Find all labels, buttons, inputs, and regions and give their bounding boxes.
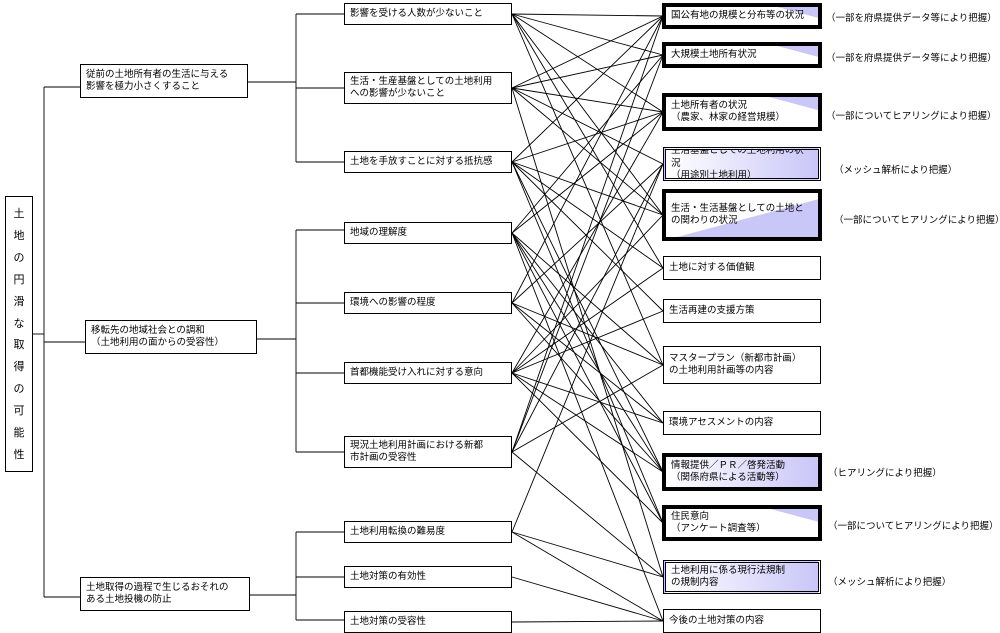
cross-link	[511, 15, 664, 89]
source-note: （メッシュ解析により把握）	[834, 165, 958, 176]
root-box: 土 地 の 円 滑 な 取 得 の 可 能 性	[5, 196, 33, 472]
level2-box: 土地対策の有効性	[344, 566, 512, 588]
level2-box: 現況土地利用計画における新都 市計画の受容性	[344, 436, 512, 468]
root-char: 地	[13, 229, 25, 243]
cross-link	[511, 232, 664, 473]
level3-box: マスタープラン（新都市計画） の土地利用計画等の内容	[663, 346, 821, 384]
root-char: 円	[13, 272, 25, 286]
level3-box: 今後の土地対策の内容	[663, 609, 821, 633]
cross-link	[511, 54, 664, 234]
cross-link	[511, 111, 664, 234]
cross-link	[511, 302, 664, 473]
cross-link	[511, 87, 664, 113]
cross-link	[511, 576, 664, 622]
root-char: 能	[13, 425, 25, 439]
level2-box: 土地利用転換の難易度	[344, 521, 512, 543]
cross-link	[511, 111, 664, 374]
level1-box: 従前の土地所有者の生活に与える 影響を極力小さくすること	[80, 64, 248, 98]
cross-link	[511, 87, 664, 165]
root-char: の	[13, 251, 25, 265]
level3-box: 住民意向 （アンケート調査等）	[663, 506, 821, 540]
level3-box: 土地所有者の状況 （農家、林家の経営規模）	[663, 94, 821, 130]
cross-link	[511, 161, 664, 312]
source-note: （一部を府県提供データ等により把握）	[826, 13, 997, 24]
root-char: 取	[13, 338, 25, 352]
level2-box: 環境への影響の程度	[344, 292, 512, 314]
cross-link	[511, 163, 664, 453]
cross-link	[511, 13, 664, 113]
cross-link	[511, 372, 664, 424]
level2-box: 影響を受ける人数が少ないこと	[344, 3, 512, 25]
cross-link	[511, 161, 664, 216]
cross-link	[511, 232, 664, 524]
cross-link	[511, 87, 664, 578]
cross-link	[511, 87, 664, 216]
cross-link	[511, 364, 664, 453]
cross-link	[511, 232, 664, 622]
level3-box: 生活・生活基盤としての土地と の関わりの状況	[663, 190, 821, 240]
source-note: （ヒアリングにより把握）	[828, 468, 942, 479]
cross-link	[511, 372, 664, 524]
cross-link	[511, 531, 664, 578]
cross-link	[511, 214, 664, 374]
level2-box: 地域の理解度	[344, 222, 512, 244]
cross-link	[511, 161, 664, 269]
cross-link	[511, 451, 664, 578]
level3-box: 生活基盤としての土地利用の状況 （用途別土地利用）	[663, 147, 821, 181]
cross-link	[511, 163, 664, 533]
root-char: 得	[13, 360, 25, 374]
cross-link	[511, 13, 664, 17]
cross-link	[511, 232, 664, 424]
level3-box: 土地利用に係る現行法規制 の規制内容	[663, 560, 821, 594]
cross-link	[511, 620, 664, 623]
cross-link	[511, 13, 664, 216]
level1-box: 土地取得の過程で生じるおそれの ある土地投機の防止	[80, 577, 250, 611]
source-note: （メッシュ解析により把握）	[828, 577, 952, 588]
cross-link	[511, 372, 664, 473]
cross-link	[511, 310, 664, 374]
cross-link	[511, 13, 664, 56]
cross-link	[511, 531, 664, 622]
cross-link	[511, 54, 664, 453]
source-note: （一部についてヒアリングにより把握）	[828, 521, 999, 532]
level3-box: 土地に対する価値観	[663, 256, 821, 280]
cross-link	[511, 161, 664, 473]
level2-box: 首都機能受け入れに対する意向	[344, 362, 512, 384]
level2-box: 土地対策の受容性	[344, 611, 512, 633]
root-char: 土	[13, 207, 25, 221]
cross-link	[511, 111, 664, 163]
level3-box: 生活再建の支援方策	[663, 299, 821, 323]
cross-link	[511, 15, 664, 163]
level3-box: 大規模土地所有状況	[663, 43, 821, 67]
level3-box: 情報提供／ＰＲ／啓発活動 （関係府県による活動等）	[663, 454, 821, 490]
level2-box: 土地を手放すことに対する抵抗感	[344, 151, 512, 173]
level2-box: 生活・生産基盤としての土地利用 への影響が少ないこと	[344, 72, 512, 104]
root-char: な	[13, 316, 25, 330]
cross-link	[511, 15, 664, 304]
root-char: 性	[13, 447, 25, 461]
cross-link	[511, 267, 664, 374]
level3-box: 国公有地の規模と分布等の状況	[663, 4, 821, 28]
cross-link	[511, 161, 664, 524]
cross-link	[511, 15, 664, 453]
source-note: （一部についてヒアリングにより把握）	[826, 111, 997, 122]
source-note: （一部についてヒアリングにより把握）	[834, 215, 1000, 226]
cross-link	[511, 54, 664, 89]
level1-box: 移転先の地域社会との調和 （土地利用の面からの受容性）	[85, 320, 257, 354]
root-char: の	[13, 382, 25, 396]
root-char: 可	[13, 403, 25, 417]
level3-box: 環境アセスメントの内容	[663, 411, 821, 435]
source-note: （一部を府県提供データ等により把握）	[826, 53, 997, 64]
cross-link	[511, 302, 664, 366]
root-char: 滑	[13, 294, 25, 308]
cross-link	[511, 302, 664, 424]
cross-link	[511, 13, 664, 366]
